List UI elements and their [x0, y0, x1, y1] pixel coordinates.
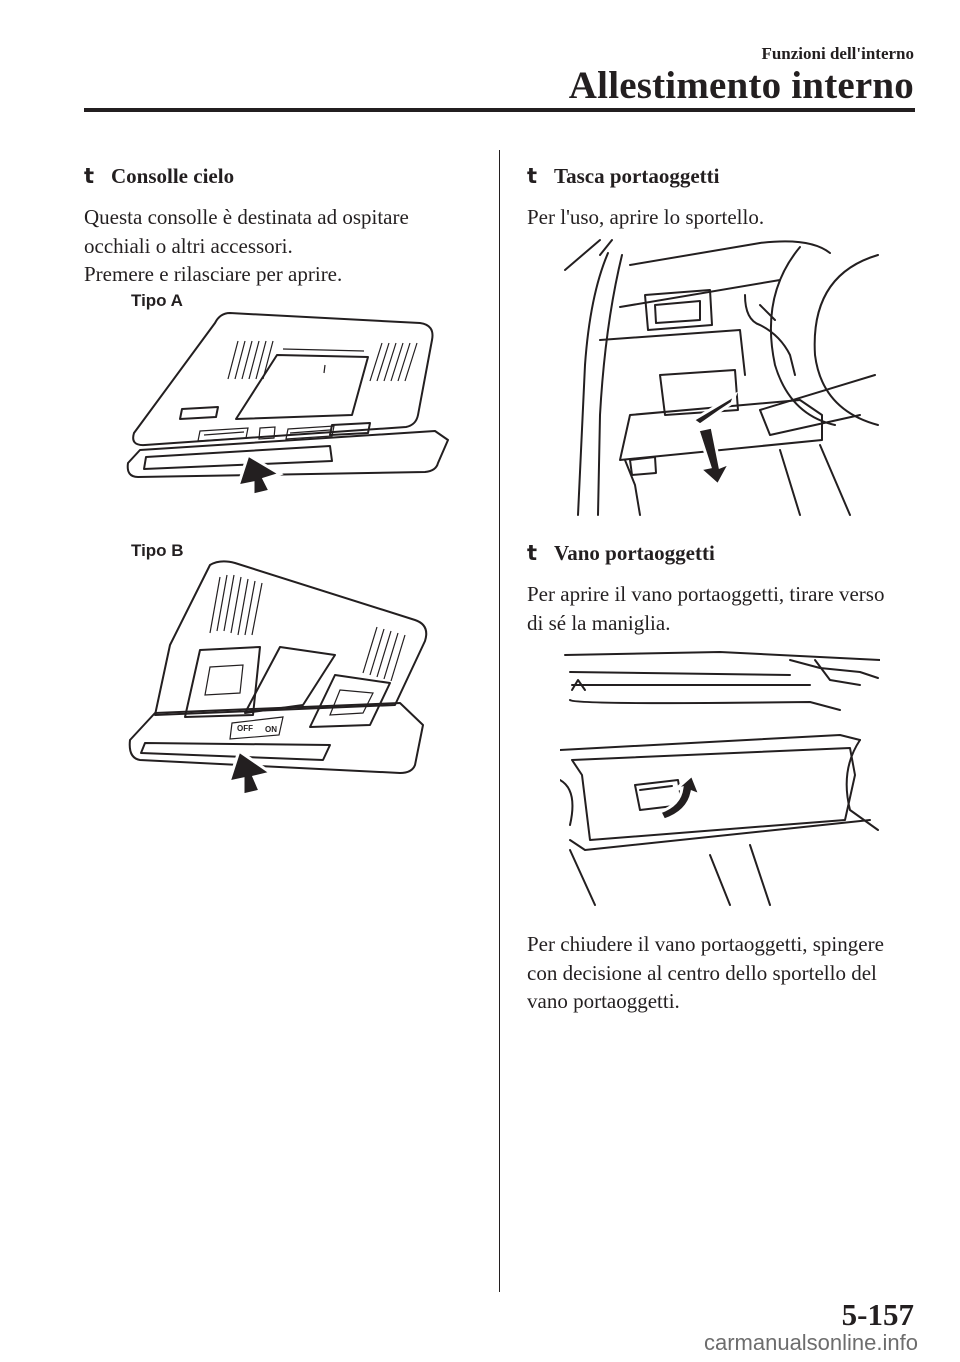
paragraph-consolle: Questa consolle è destinata ad ospitare … [84, 203, 409, 289]
overhead-console-type-a-illustration [126, 312, 449, 497]
text-line: Questa consolle è destinata ad ospitare [84, 205, 409, 229]
heading-tasca-portaoggetti: Tasca portaoggetti [554, 164, 720, 188]
column-divider [499, 150, 500, 1292]
bullet-icon: t [527, 164, 538, 188]
text-line: occhiali o altri accessori. [84, 233, 293, 258]
text-line: Per aprire il vano portaoggetti, tirare … [527, 582, 885, 606]
text-line: con decisione al centro dello sportello … [527, 960, 877, 985]
switch-on-label: ON [265, 725, 277, 734]
text-line: vano portaoggetti. [527, 989, 680, 1013]
page-title: Allestimento interno [568, 64, 914, 107]
watermark: carmanualsonline.info [703, 1330, 918, 1355]
dashboard-pocket-illustration [564, 239, 879, 516]
figure-label-tipo-b: Tipo B [131, 541, 184, 560]
text-line: Per chiudere il vano portaoggetti, sping… [527, 932, 884, 956]
overhead-console-type-b-illustration: OFF ON [128, 560, 428, 797]
text-line: di sé la maniglia. [527, 610, 671, 635]
switch-off-label: OFF [237, 724, 253, 733]
page-number: 5-157 [841, 1297, 914, 1332]
bullet-icon: t [84, 164, 95, 188]
text-line: Premere e rilasciare per aprire. [84, 262, 343, 286]
header-rule [84, 108, 915, 112]
heading-vano-portaoggetti: Vano portaoggetti [554, 541, 715, 565]
section-label: Funzioni dell'interno [761, 44, 914, 63]
heading-consolle-cielo: Consolle cielo [111, 164, 235, 188]
paragraph-tasca: Per l'uso, aprire lo sportello. [527, 203, 764, 232]
glove-box-illustration [560, 651, 880, 906]
bullet-icon: t [527, 541, 538, 565]
paragraph-vano-apertura: Per aprire il vano portaoggetti, tirare … [527, 580, 884, 637]
figure-label-tipo-a: Tipo A [131, 291, 183, 310]
text-line: Per l'uso, aprire lo sportello. [527, 205, 765, 229]
paragraph-vano-chiusura: Per chiudere il vano portaoggetti, sping… [527, 930, 884, 1016]
